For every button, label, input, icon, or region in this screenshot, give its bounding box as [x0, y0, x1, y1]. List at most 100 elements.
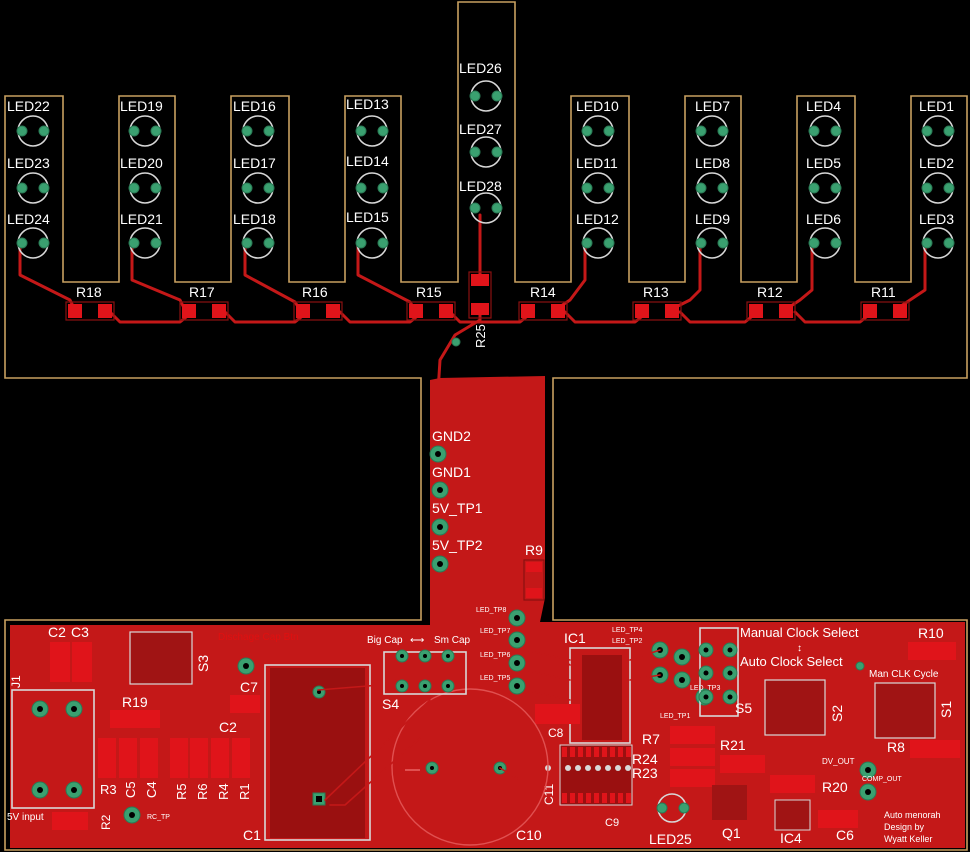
board-outline	[4, 1, 968, 851]
led-label: LED8	[695, 155, 730, 171]
led-label: LED12	[576, 211, 619, 227]
cap-label: C11	[542, 784, 556, 805]
cap-c8: C8	[535, 704, 580, 740]
tp-label-5v1: 5V_TP1	[432, 500, 483, 516]
resistor-label: R15	[416, 284, 442, 300]
resistor-label: R7	[642, 731, 660, 747]
ic1: IC1	[564, 630, 631, 744]
led-label: LED15	[346, 209, 389, 225]
resistor-r18	[65, 301, 115, 321]
resistor-cluster	[670, 726, 815, 793]
switch-label: S1	[938, 701, 954, 718]
resistor-label: R13	[643, 284, 669, 300]
led-label: LED17	[233, 155, 276, 171]
testpoint-column	[429, 337, 461, 573]
resistor-cluster-labels: R7 R24 R23 R21 R20	[632, 731, 848, 795]
tp-label: LED_TP4	[612, 627, 642, 634]
resistor-label: R9	[525, 542, 543, 558]
resistor-label: R4	[216, 783, 231, 800]
led-label: LED3	[919, 211, 954, 227]
led-label: LED7	[695, 98, 730, 114]
ic-label: IC4	[780, 830, 802, 846]
tp-label-rc: RC_TP	[147, 814, 170, 821]
resistor-label: R11	[871, 284, 896, 300]
credit-line: Wyatt Keller	[884, 834, 932, 844]
resistor-r11	[860, 301, 910, 321]
credits: Auto menorah Design by Wyatt Keller	[884, 810, 941, 844]
led-pads	[16, 90, 955, 249]
resistor-label: R12	[757, 284, 783, 300]
resistor-row	[65, 271, 910, 321]
resistor-label: R6	[195, 783, 210, 800]
resistor-label: R8	[887, 739, 905, 755]
led-label: LED26	[459, 60, 502, 76]
connector-label: J1	[9, 675, 23, 688]
tp-label-gnd2: GND2	[432, 428, 471, 444]
rc-area: R2 RC_TP	[52, 806, 170, 830]
ic-lower: C11 C9	[542, 744, 633, 829]
resistor-r9: R9	[523, 542, 545, 601]
switch-s4: S4 Big Cap ⟷ Sm Cap	[367, 635, 471, 712]
resistor-r16	[293, 301, 343, 321]
led-label: LED21	[120, 211, 163, 227]
cap-label: C9	[605, 817, 619, 829]
transistor-label: Q1	[722, 825, 741, 841]
switch-label: S3	[195, 655, 211, 672]
arrow-updown-icon: ↕	[797, 643, 802, 654]
led-label: LED28	[459, 178, 502, 194]
switch-s2: S2	[764, 679, 845, 736]
header-s5: S5 Manual Clock Select ↕ Auto Clock Sele…	[698, 625, 859, 717]
ic-label: IC1	[564, 630, 586, 646]
connector-j1: J1 5V input	[7, 675, 95, 823]
led-label: LED6	[806, 211, 841, 227]
led-label: LED11	[576, 155, 618, 171]
tp-label: LED_TP6	[480, 652, 510, 659]
tp-label: LED_TP8	[476, 607, 506, 614]
tp-label: LED_TP1	[660, 713, 690, 720]
output-testpoints: DV_OUT COMP_OUT	[822, 757, 902, 801]
tp-label-dvout: DV_OUT	[822, 757, 855, 766]
annotation-manual-clock: Manual Clock Select	[740, 625, 859, 640]
resistor-label: R19	[122, 694, 148, 710]
resistor-label: R14	[530, 284, 556, 300]
resistor-r13	[632, 301, 682, 321]
cap-label: C10	[516, 827, 542, 843]
cap-c1: C1	[243, 664, 371, 843]
middle-traces	[317, 679, 546, 806]
led-label: LED5	[806, 155, 841, 171]
led-label: LED13	[346, 96, 389, 112]
led-label: LED9	[695, 211, 730, 227]
switch-label: S5	[735, 700, 752, 716]
tp-label: LED_TP3	[690, 685, 720, 692]
annotation-man-clk: Man CLK Cycle	[869, 669, 939, 680]
led-label: LED22	[7, 98, 50, 114]
resistor-label: R16	[302, 284, 328, 300]
resistor-label: R1	[237, 783, 252, 800]
switch-s3: S3 Dischage Cap Btn	[129, 631, 299, 685]
resistor-r17	[179, 301, 229, 321]
tp-label-5v2: 5V_TP2	[432, 537, 483, 553]
annotation-auto-clock: Auto Clock Select	[740, 654, 843, 669]
led-label: LED25	[649, 831, 692, 847]
resistor-r8: R8	[887, 739, 960, 758]
cap-label: C5	[123, 781, 138, 798]
led-label: LED14	[346, 153, 389, 169]
credit-line: Auto menorah	[884, 810, 941, 820]
resistor-label: R21	[720, 737, 746, 753]
led-label: LED4	[806, 98, 841, 114]
led-testpoints-left: LED_TP8 LED_TP7 LED_TP6 LED_TP5	[476, 607, 526, 695]
led-array	[16, 80, 955, 259]
resistor-label: R18	[76, 284, 102, 300]
led-label: LED19	[120, 98, 163, 114]
resistor-label: R5	[174, 783, 189, 800]
cap-c7: C7	[230, 657, 260, 713]
cap-label: C7	[240, 679, 258, 695]
vertical-part-row	[98, 738, 250, 778]
resistor-r15	[406, 301, 456, 321]
resistor-label: R24	[632, 751, 658, 767]
led-label: LED27	[459, 121, 502, 137]
resistor-label: R17	[189, 284, 215, 300]
led-label: LED2	[919, 155, 954, 171]
resistor-labels: R18 R17 R16 R15 R14 R13 R12 R11 R25	[76, 284, 896, 348]
switch-label: S2	[829, 705, 845, 722]
